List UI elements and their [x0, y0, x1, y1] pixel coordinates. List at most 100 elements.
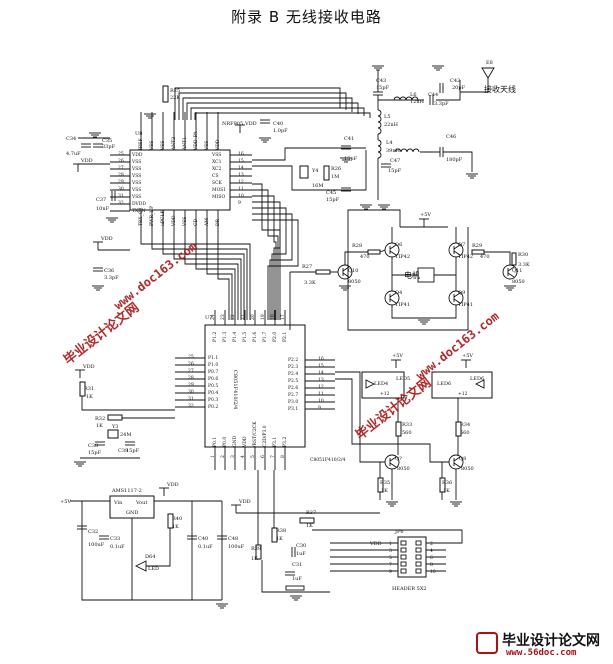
nrf905-pin-num: 27: [118, 165, 124, 171]
y4-value: 16M: [312, 183, 323, 189]
r26-value: 1M: [331, 174, 339, 180]
mcu-pin-num: 11: [318, 391, 324, 397]
motor-frame-wire: [347, 209, 469, 331]
mcu-part-label: C8051F410/2/4: [232, 370, 238, 409]
r31-value: 1K: [86, 394, 93, 400]
wire: [146, 528, 171, 567]
vdd-supply-reg-label: VDD: [166, 482, 179, 488]
q-led1-transistor: [389, 456, 397, 462]
nrf905-ref-label: U8: [135, 131, 142, 137]
nrf905-pin-left: DVDD: [132, 201, 146, 207]
xtal-wire: [252, 165, 346, 191]
r26-ref: R26: [331, 166, 341, 172]
mcu-pin-num: 25: [188, 354, 194, 360]
r39-resistor: [255, 544, 262, 560]
c40b-value: 0.1uF: [198, 544, 213, 550]
r34-resistor: [455, 421, 462, 437]
mcu-pin-left: P1.1: [208, 355, 218, 361]
mcu-pin-left: P0.3: [208, 397, 218, 403]
ctrl-bus-wire: [206, 238, 233, 320]
r40-ref: R40: [172, 516, 182, 522]
logo-text: 毕业设计论文网: [502, 633, 600, 649]
q6-transistor: [389, 250, 397, 256]
r33-resistor: [395, 421, 402, 437]
q9-value: TIP41: [458, 302, 473, 308]
r36-ref: R36: [442, 480, 452, 486]
vdd-supply-c36-label: VDD: [100, 236, 113, 242]
nrf905-pin-left: VSS: [131, 180, 141, 186]
rf-bus-wire: [178, 92, 347, 120]
c32-ref: C32: [88, 529, 98, 535]
q10-transistor: [342, 266, 350, 272]
led6-emitter-icon: [474, 379, 485, 389]
mcu-pin-top: P1.7: [262, 332, 268, 342]
mcu-pin-num: 27: [188, 368, 194, 374]
mcu-pin-left: P0.4: [208, 390, 218, 396]
r29-value: 470: [480, 254, 490, 260]
nrf905-pin-num: 32: [118, 200, 124, 206]
mcu-part-label-2: C8051F410/2/4: [310, 457, 346, 463]
xtal-wire: [252, 147, 346, 161]
q9-transistor: [453, 292, 461, 298]
mcu-pin-num: 16: [318, 356, 324, 362]
vdd-supply-reset-label: VDD: [82, 364, 95, 370]
c40-ref: C40: [273, 121, 283, 127]
regulator-gnd: GND: [126, 510, 138, 516]
q10-transistor: [342, 272, 350, 278]
c38-value: 15pF: [88, 450, 102, 456]
spi-bus-wire: [252, 195, 277, 320]
rf-wire: [436, 80, 461, 101]
mcu-pin-num: 24: [210, 314, 216, 320]
watermark-cn-1: 毕业设计论文网: [61, 300, 143, 369]
q6-transistor: [389, 244, 397, 250]
mcu-pin-bottom: P3.2: [282, 437, 288, 447]
mcu-pin-top: P1.2: [212, 332, 218, 342]
q7-ref: Q7: [458, 242, 465, 248]
mcu-pin-left: P0.6: [208, 376, 218, 382]
regulator-vin: Vin: [113, 500, 123, 506]
mcu-pin-num: 12: [318, 384, 324, 390]
q7-transistor: [453, 250, 461, 256]
mcu-pin-right: P3.0: [288, 399, 298, 405]
antenna-label: 接收天线: [484, 84, 516, 94]
c31-ref: C31: [292, 562, 302, 568]
c37-value: 10nF: [96, 206, 110, 212]
motor-plus5-label: +5V: [420, 212, 431, 218]
nrf905-pin-num: 15: [238, 158, 244, 164]
r32-ref: R32: [95, 416, 105, 422]
c39-ref: C39: [118, 448, 128, 454]
antenna-ref: E8: [486, 60, 493, 66]
q8-transistor: [453, 456, 461, 462]
wire: [81, 396, 175, 411]
y3-crystal: [107, 429, 119, 439]
q10-ref: Q10: [348, 268, 358, 274]
mcu-pin-right: P3.1: [288, 406, 298, 412]
led-wire: [335, 371, 385, 463]
l6-value: 12nH: [410, 99, 425, 105]
led6-ref: LED6: [437, 381, 451, 387]
spi-bus-wire: [252, 201, 281, 320]
mcu-pin-num: 7: [270, 455, 276, 458]
jp6-pin-left: 5: [389, 555, 392, 561]
nrf905-pin-num: 31: [118, 193, 124, 199]
q7-transistor: [453, 244, 461, 250]
r28-value: 470: [360, 254, 370, 260]
r38-ref: R38: [276, 528, 286, 534]
c38-ref: C38: [88, 443, 98, 449]
q11-value: 8050: [512, 279, 525, 285]
nrf905-pin-num: 10: [238, 193, 244, 199]
jp6-pin-left: 7: [389, 562, 392, 568]
mcu-pin-bottom: GND: [232, 435, 238, 447]
d64-led-icon: [134, 560, 147, 572]
jp6-header: [397, 536, 427, 578]
r39-ref: R39: [251, 546, 261, 552]
wire: [312, 529, 463, 544]
led-wire: [379, 461, 385, 478]
mcu-pin-right: P2.3: [288, 364, 298, 370]
q4-value: TIP41: [395, 302, 410, 308]
jp6-pin-left: 3: [389, 548, 392, 554]
c35-ref: C35: [102, 138, 112, 144]
rf-bus-wire: [182, 97, 353, 120]
page-title: 附录 B 无线接收电路: [231, 8, 382, 26]
